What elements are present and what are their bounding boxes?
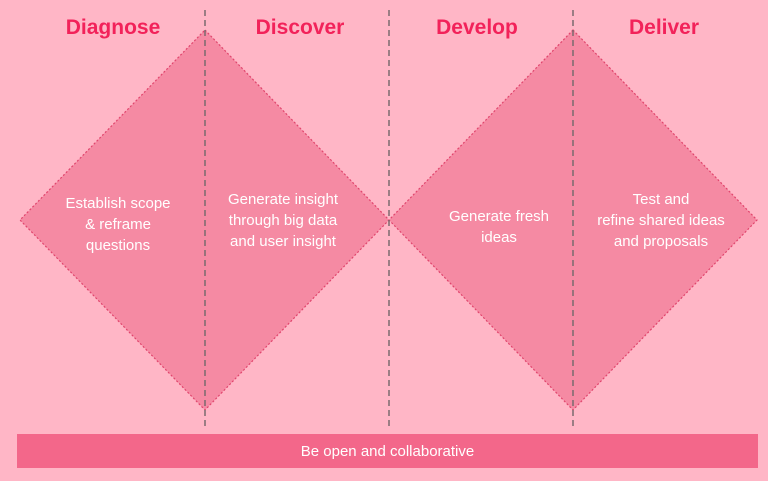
footer-bar: Be open and collaborative bbox=[17, 434, 758, 468]
footer-label: Be open and collaborative bbox=[300, 442, 475, 460]
phase-title-diagnose: Diagnose bbox=[65, 16, 161, 39]
phase-title-develop: Develop bbox=[436, 16, 518, 39]
phase-title-discover: Discover bbox=[255, 16, 345, 39]
phase-title-deliver: Deliver bbox=[628, 16, 700, 39]
